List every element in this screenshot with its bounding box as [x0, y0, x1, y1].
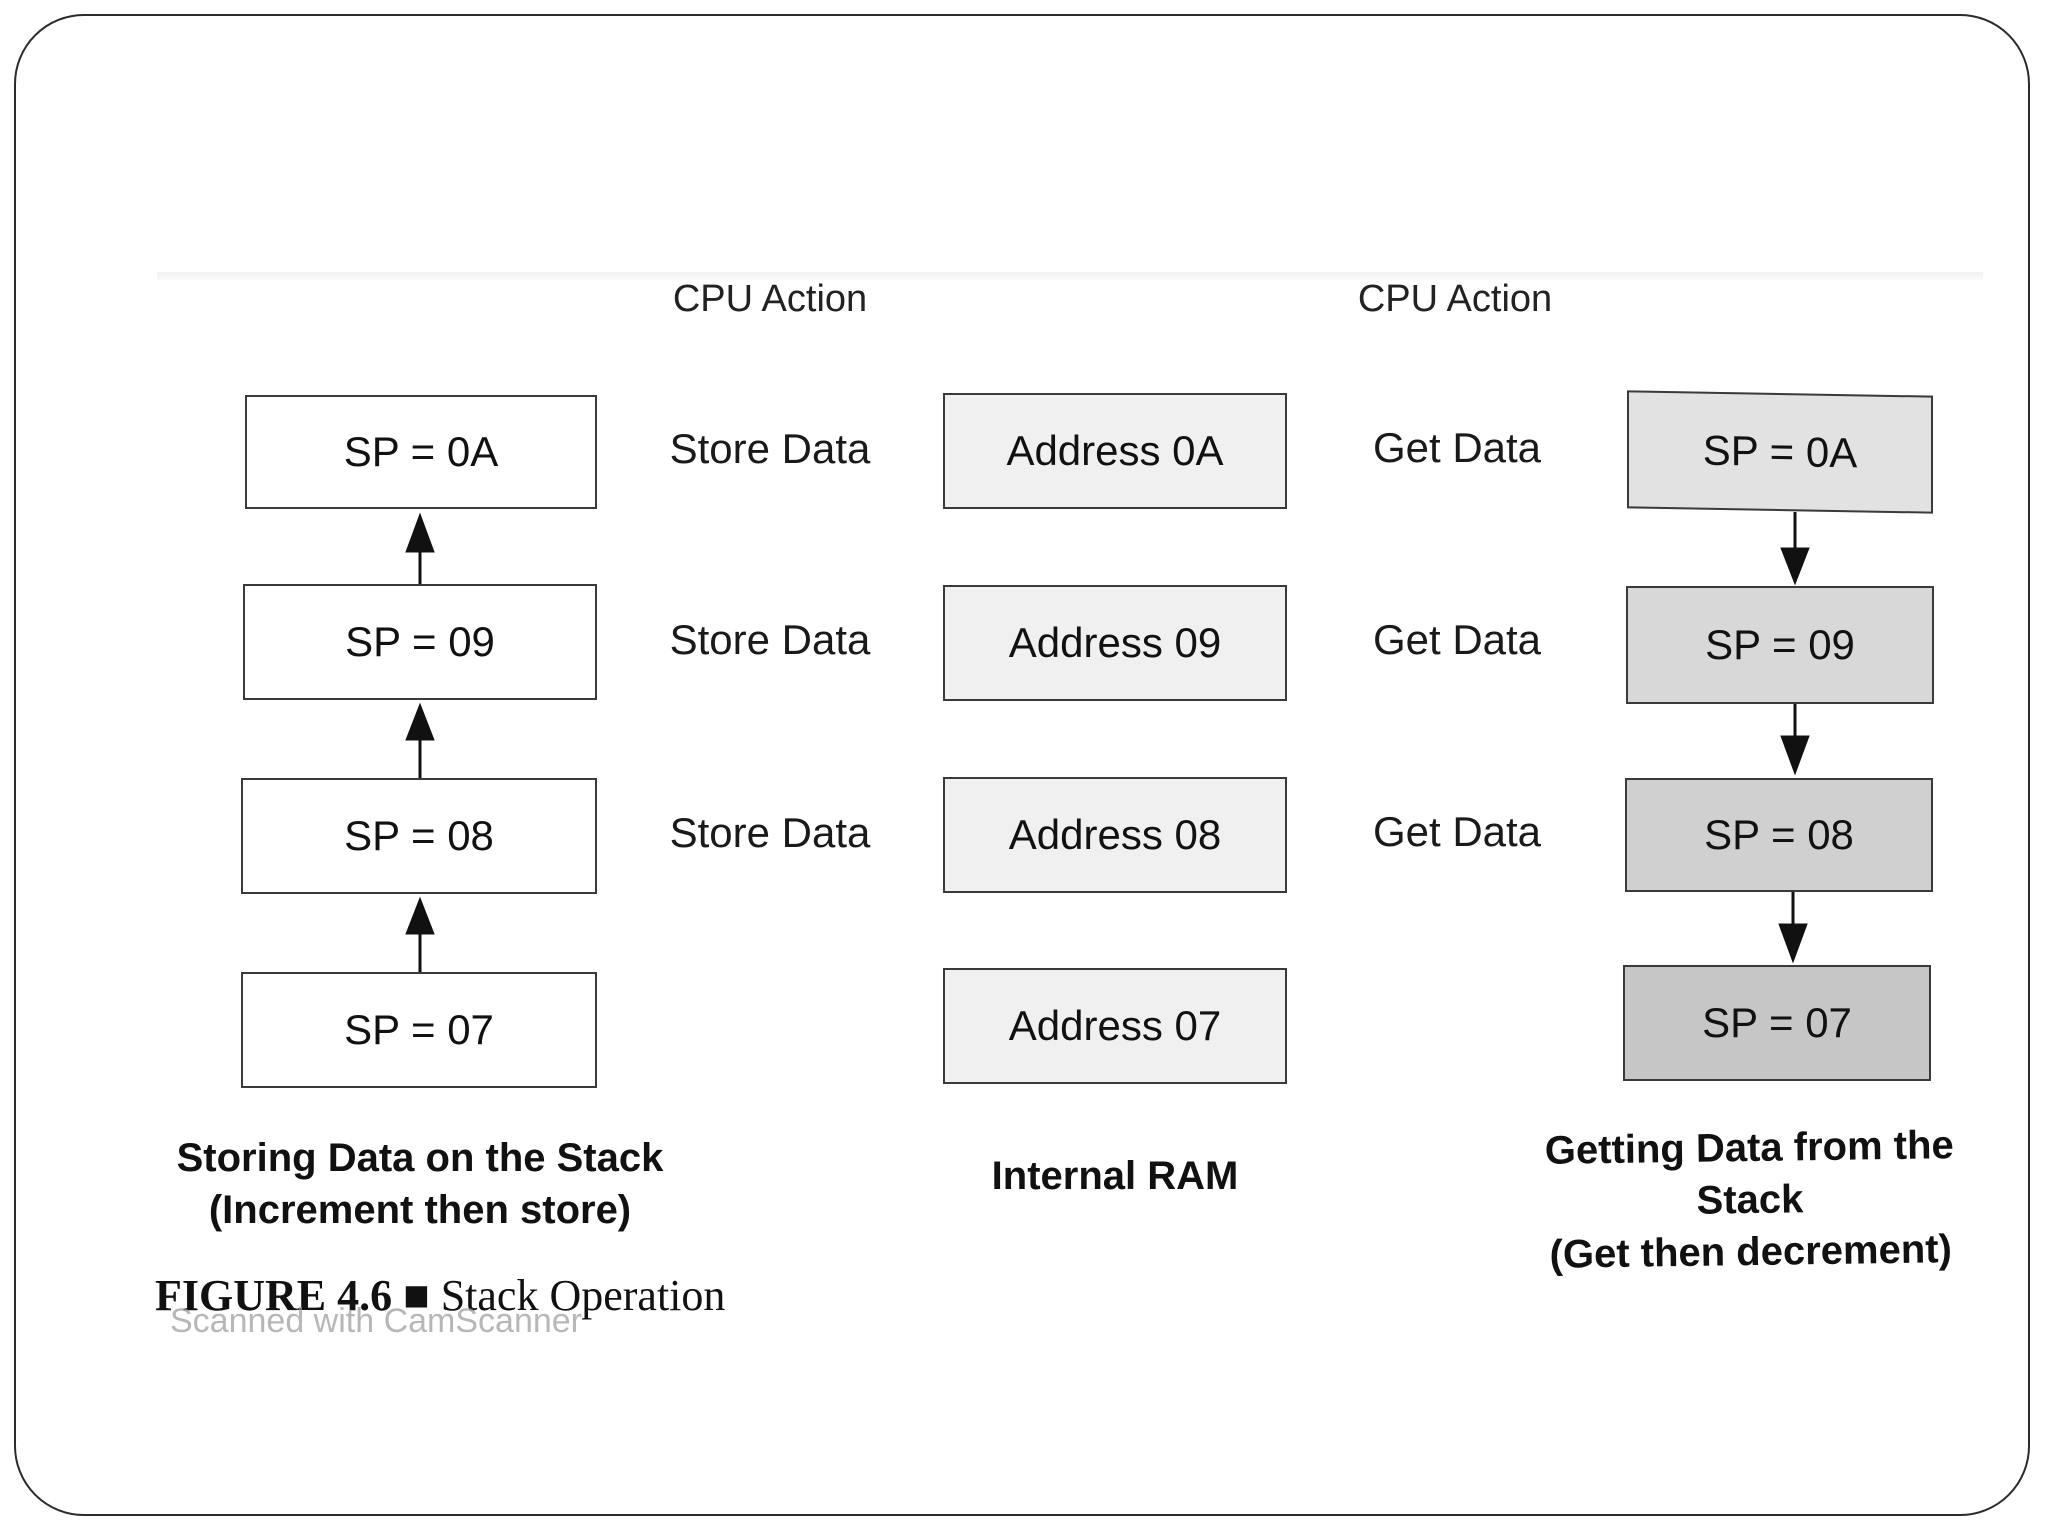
up-arrow-09-to-0a [405, 512, 435, 584]
store-sp-box-0a: SP = 0A [245, 395, 597, 509]
ram-address-box-0a: Address 0A [943, 393, 1287, 509]
ram-address-box-07: Address 07 [943, 968, 1287, 1084]
up-arrow-08-to-09 [405, 702, 435, 778]
storing-caption-line1: Storing Data on the Stack [176, 1136, 664, 1180]
store-data-label-09: Store Data [669, 616, 871, 663]
up-arrow-07-to-08 [405, 896, 435, 972]
down-arrow-08-to-07 [1778, 892, 1808, 964]
down-arrow-09-to-08 [1780, 704, 1810, 776]
figure-number: FIGURE 4.6 [155, 1271, 393, 1320]
get-sp-box-08: SP = 08 [1625, 778, 1933, 892]
store-data-label-0a: Store Data [669, 425, 871, 472]
get-data-label-08: Get Data [1372, 808, 1542, 855]
getting-caption-line1: Getting Data from the Stack [1544, 1123, 1955, 1223]
getting-caption: Getting Data from the Stack (Get then de… [1499, 1119, 2001, 1282]
get-data-label-0a: Get Data [1372, 424, 1542, 471]
get-sp-box-07: SP = 07 [1623, 965, 1931, 1081]
ram-address-box-08: Address 08 [943, 777, 1287, 893]
getting-caption-line2: (Get then decrement) [1549, 1227, 1953, 1277]
cpu-action-header-left: CPU Action [672, 278, 868, 320]
scan-edge-line [157, 272, 1983, 280]
get-data-label-09: Get Data [1372, 616, 1542, 663]
figure-title: Stack Operation [440, 1271, 726, 1320]
internal-ram-caption: Internal RAM [991, 1154, 1239, 1198]
store-sp-box-09: SP = 09 [243, 584, 597, 700]
down-arrow-0a-to-09 [1780, 512, 1810, 586]
store-data-label-08: Store Data [669, 809, 871, 856]
storing-caption: Storing Data on the Stack (Increment the… [150, 1132, 690, 1236]
figure-caption: FIGURE 4.6 ■ Stack Operation [155, 1270, 725, 1321]
ram-address-box-09: Address 09 [943, 585, 1287, 701]
slide-frame [14, 14, 2030, 1516]
figure-separator-icon: ■ [403, 1271, 430, 1320]
cpu-action-header-right: CPU Action [1357, 278, 1553, 320]
get-sp-box-09: SP = 09 [1626, 586, 1934, 704]
store-sp-box-07: SP = 07 [241, 972, 597, 1088]
storing-caption-line2: (Increment then store) [208, 1188, 632, 1232]
scanner-watermark: Scanned with CamScanner [170, 1302, 583, 1340]
store-sp-box-08: SP = 08 [241, 778, 597, 894]
